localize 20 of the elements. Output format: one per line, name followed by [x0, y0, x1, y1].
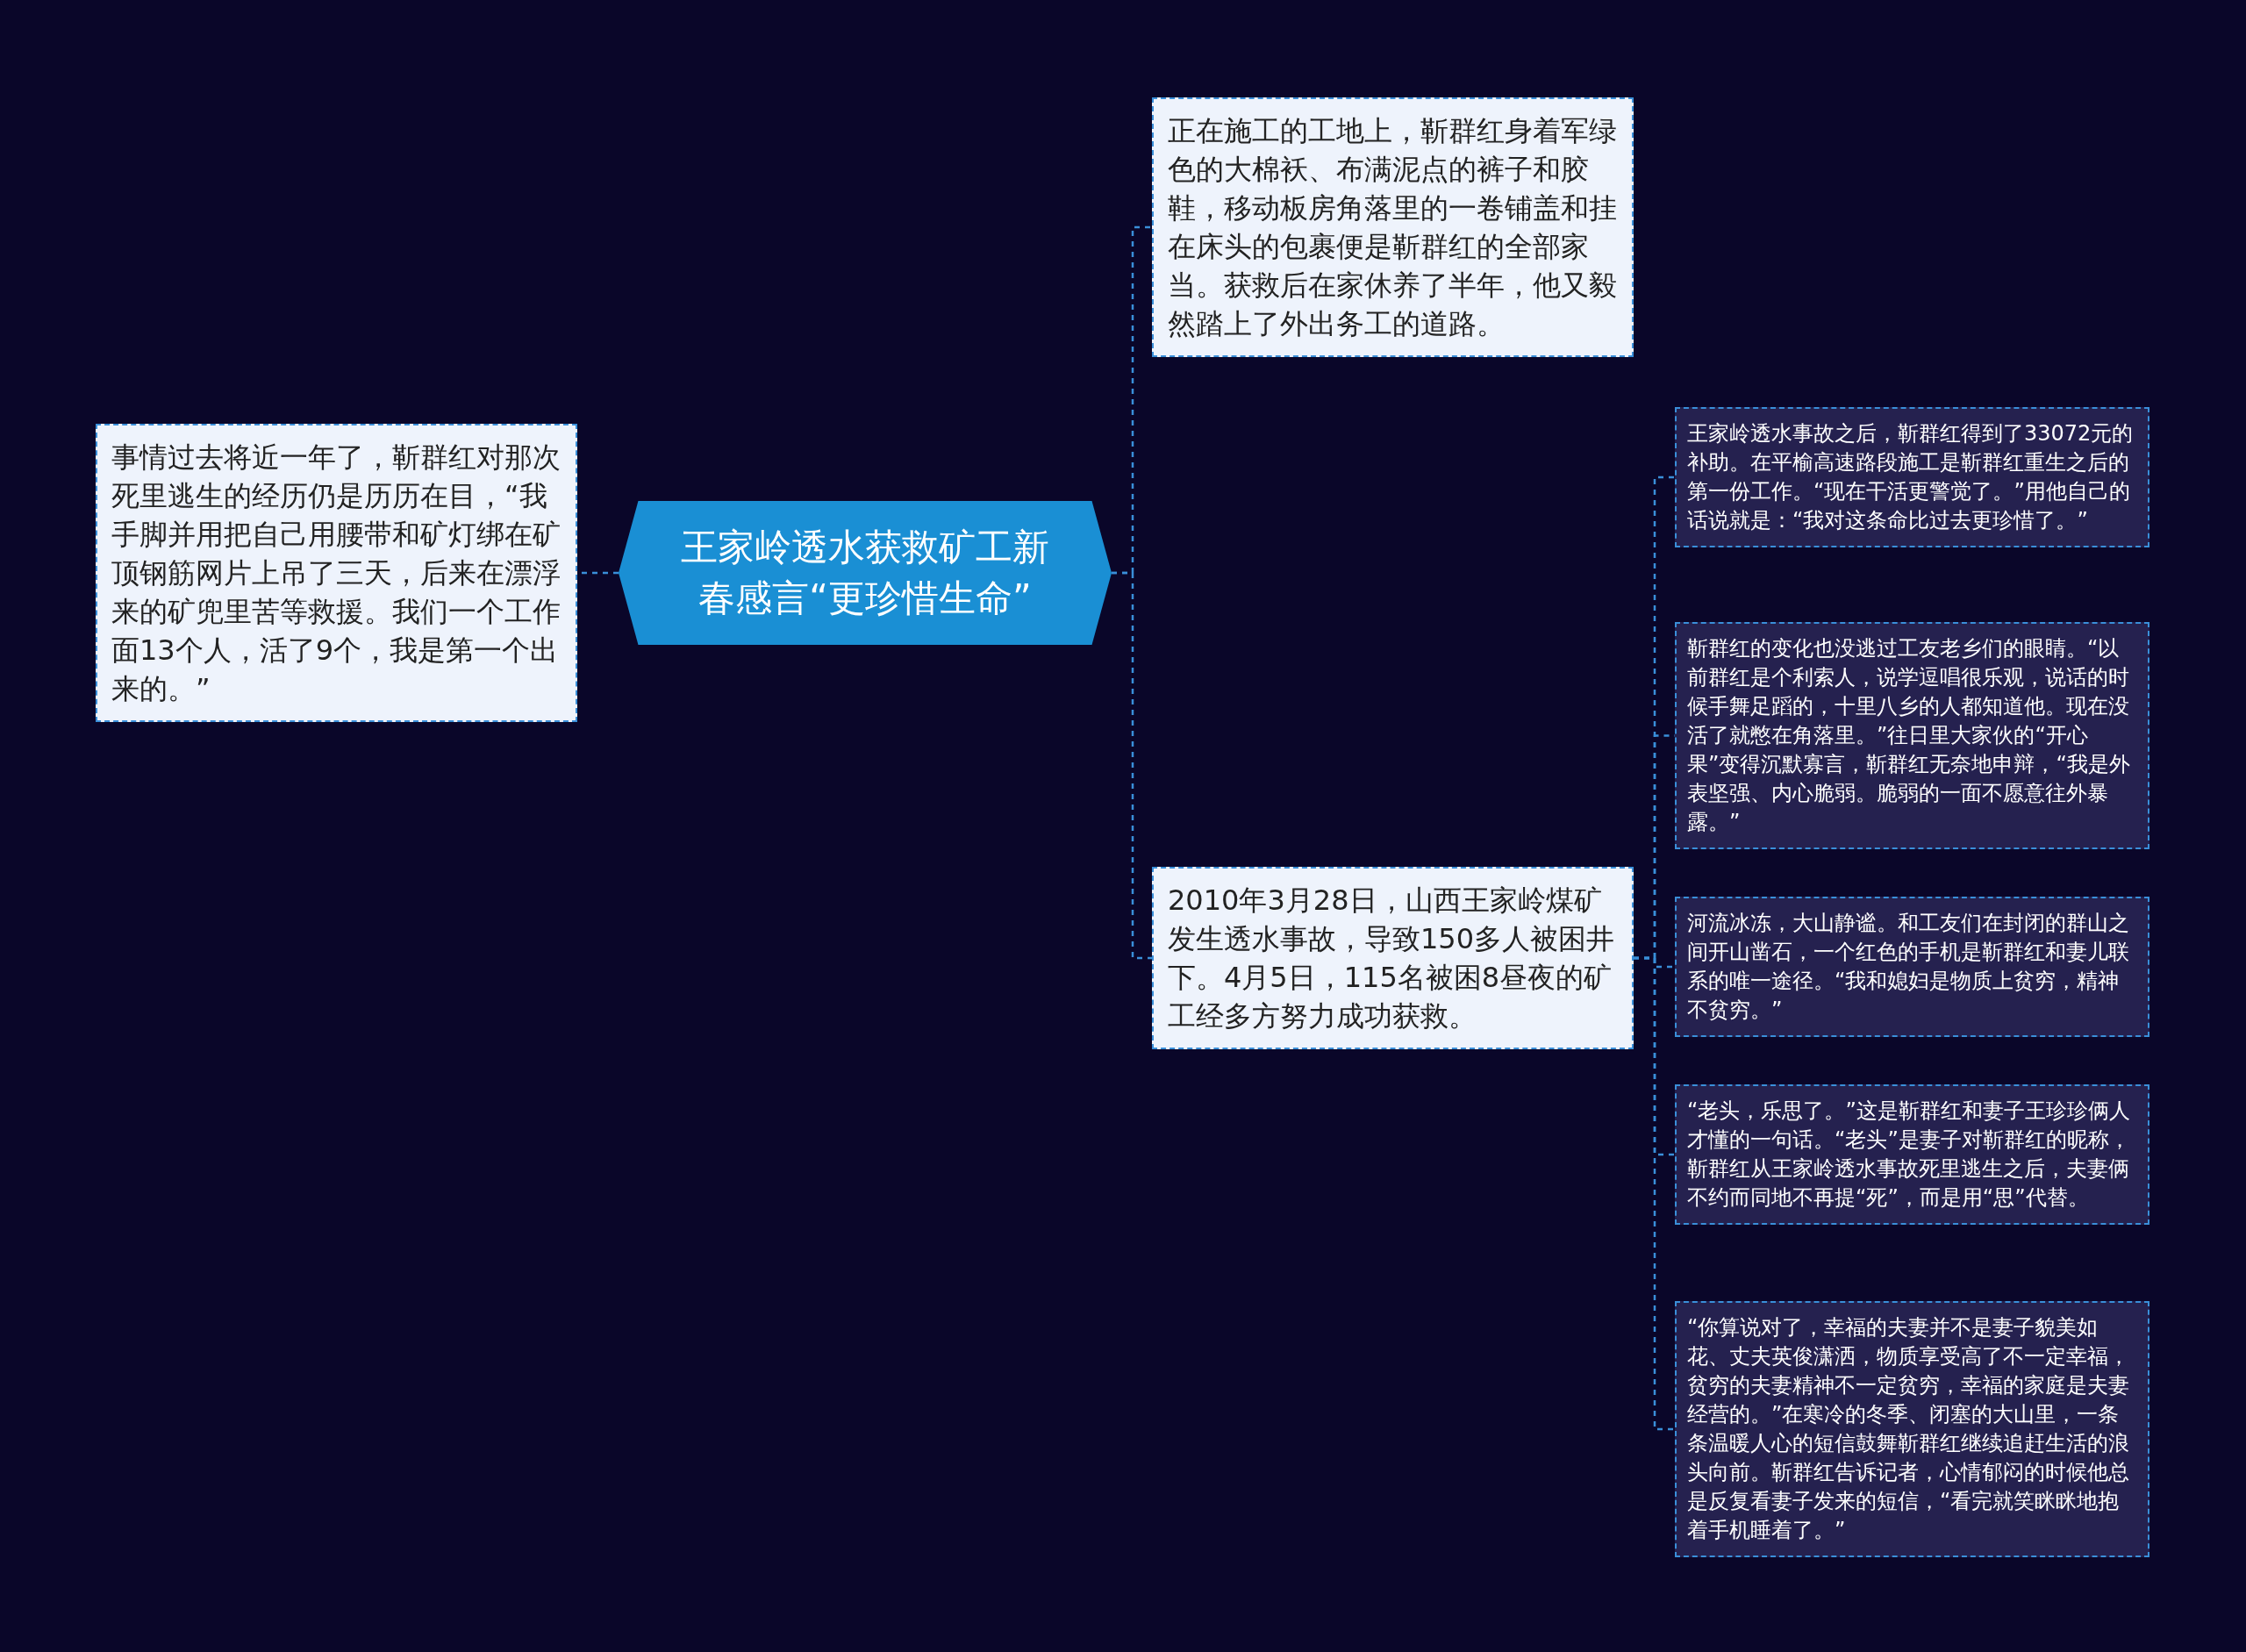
topic-text: 王家岭透水获救矿工新春感言“更珍惜生命” — [680, 525, 1050, 621]
topic-card — [96, 424, 577, 722]
topic-card — [1675, 407, 2149, 547]
node-text: 正在施工的工地上，靳群红身着军绿色的大棉袄、布满泥点的裤子和胶鞋，移动板房角落里的一卷铺盖和挂在床头的包裹便是靳群红的全部家当。获救后在家休养了半年，他又毅然踏上了外出务工的道路。 — [1168, 113, 1618, 342]
topic-card — [1152, 867, 1634, 1049]
node-text: “你算说对了，幸福的夫妻并不是妻子貌美如花、丈夫英俊潇洒，物质享受高了不一定幸福，贫穷的夫妻精神不一定贫穷，幸福的家庭是夫妻经营的。”在寒冷的冬季、闭塞的大山里，一条条温暖人心的短信鼓舞靳群红继续追赶生活的浪头向前。靳群红告诉记者，心情郁闷的时候他总是反复看妻子发来的短信，“看完就笑眯眯地抱着手机睡着了。” — [1687, 1314, 2130, 1544]
node-text: 靳群红的变化也没逃过工友老乡们的眼睛。“以前群红是个利索人，说学逗唱很乐观，说话的时候手舞足蹈的，十里八乡的人都知道他。现在没活了就憋在角落里。”往日里大家伙的“开心果”变得沉默寡言，靳群红无奈地申辩，“我是外表坚强、内心脆弱。脆弱的一面不愿意往外暴露。” — [1687, 635, 2131, 836]
topic-card — [1675, 1301, 2149, 1557]
node-text: “老头，乐思了。”这是靳群红和妻子王珍珍俩人才懂的一句话。“老头”是妻子对靳群红的昵称，靳群红从王家岭透水事故死里逃生之后，夫妻俩不约而同地不再提“死”，而是用“思”代替。 — [1687, 1098, 2131, 1212]
node-text: 2010年3月28日，山西王家岭煤矿发生透水事故，导致150多人被困井下。4月5日，115名被困8昼夜的矿工经多方努力成功获救。 — [1168, 883, 1616, 1034]
topic-card — [1675, 622, 2149, 849]
node-text: 河流冰冻，大山静谧。和工友们在封闭的群山之间开山凿石，一个红色的手机是靳群红和妻儿联系的唯一途径。“我和媳妇是物质上贫穷，精神不贫穷。” — [1687, 910, 2130, 1024]
central-topic — [619, 501, 1112, 645]
connector-line — [1634, 956, 1675, 1431]
node-text: 王家岭透水事故之后，靳群红得到了33072元的补助。在平榆高速路段施工是靳群红重生之后的第一份工作。“现在干活更警觉了。”用他自己的话说就是：“我对这条命比过去更珍惜了。” — [1687, 420, 2135, 534]
node-text: 事情过去将近一年了，靳群红对那次死里逃生的经历仍是历历在目，“我手脚并用把自己用腰带和矿灯绑在矿顶钢筋网片上吊了三天，后来在漂浮来的矿兜里苦等救援。我们一个工作面13个人，活了9个，我是第一个出来的。” — [111, 440, 562, 707]
topic-card — [1675, 1084, 2149, 1225]
topic-card — [1675, 897, 2149, 1037]
topic-card — [1152, 97, 1634, 357]
connector-line — [1112, 571, 1152, 960]
